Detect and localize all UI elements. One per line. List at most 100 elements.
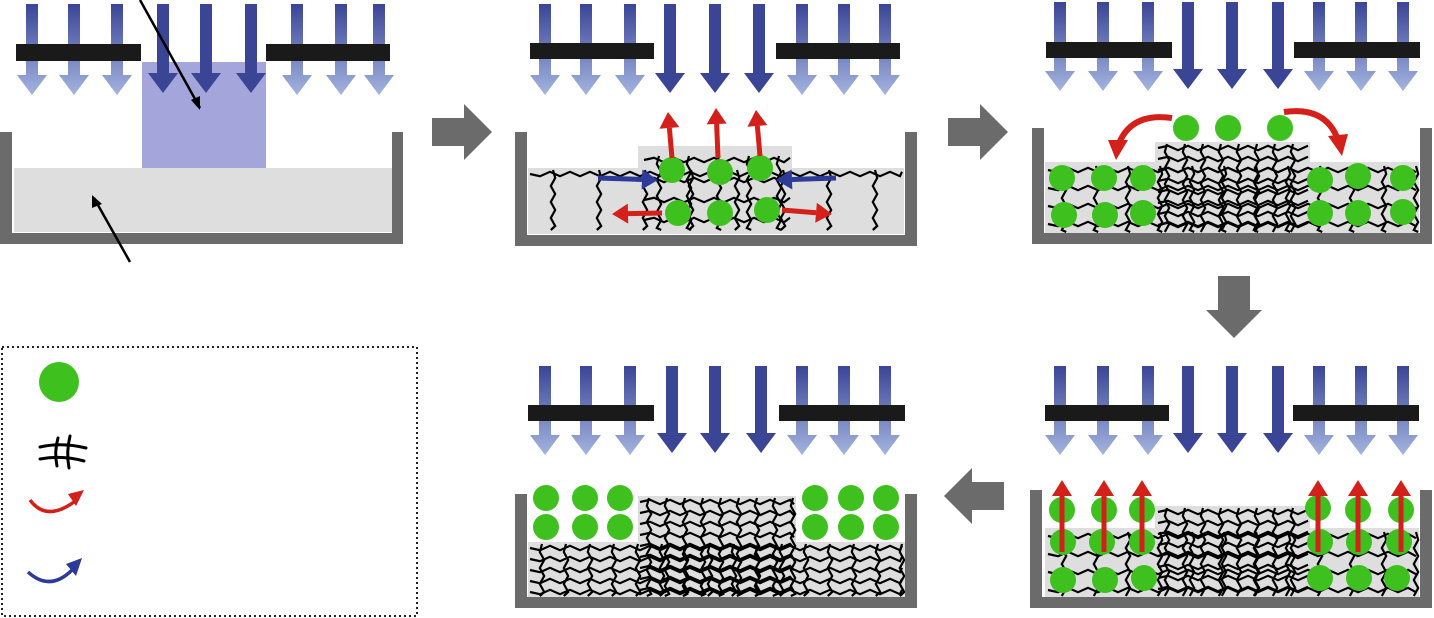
stage-2 bbox=[515, 4, 917, 246]
down-arrow-icon bbox=[1173, 366, 1203, 453]
network-strand bbox=[1188, 531, 1196, 597]
network-strand bbox=[1157, 552, 1309, 560]
network-strand bbox=[549, 169, 557, 231]
network-strand bbox=[802, 543, 810, 597]
diffusion-arrowhead bbox=[1094, 480, 1114, 496]
diffusion-arrowhead bbox=[1132, 480, 1152, 496]
network-strand bbox=[826, 543, 834, 597]
network-strand bbox=[663, 497, 671, 598]
stage-3-particles bbox=[1049, 115, 1416, 228]
stage-1-mask-left bbox=[16, 44, 141, 61]
down-arrow-icon bbox=[1217, 2, 1247, 89]
stage-4-diffusion-arrows bbox=[1052, 480, 1411, 552]
chevron-arrow-icon bbox=[944, 468, 1004, 524]
particle bbox=[707, 200, 733, 226]
green-circle-icon bbox=[39, 362, 79, 402]
down-arrow-icon bbox=[744, 4, 774, 93]
network-strand bbox=[1235, 507, 1243, 597]
network-strand bbox=[1217, 507, 1225, 597]
down-arrow-icon bbox=[236, 4, 266, 93]
network-strand bbox=[733, 169, 741, 231]
stage-1-liquid bbox=[14, 168, 392, 232]
network-strand bbox=[1157, 519, 1309, 527]
network-strand bbox=[771, 497, 779, 598]
network-strand bbox=[1289, 143, 1297, 233]
network-strand bbox=[1157, 155, 1309, 163]
network-strand bbox=[1217, 143, 1225, 233]
network-strand bbox=[586, 543, 594, 597]
particle bbox=[1131, 565, 1157, 591]
diffusion-arrowhead bbox=[815, 202, 832, 223]
stage-2-diffusion-arrows bbox=[597, 108, 837, 224]
diffusion-arrowhead bbox=[659, 112, 680, 129]
particle bbox=[607, 514, 633, 540]
particle bbox=[1390, 165, 1416, 191]
network-strand bbox=[789, 497, 797, 598]
network-strand bbox=[1253, 143, 1261, 233]
diffusion-arrowhead bbox=[1348, 480, 1368, 496]
particle bbox=[1092, 567, 1118, 593]
network-strand bbox=[1271, 143, 1279, 233]
network-strand bbox=[1157, 177, 1309, 185]
particle bbox=[1050, 567, 1076, 593]
particle bbox=[1215, 115, 1241, 141]
network-strand bbox=[1199, 507, 1207, 597]
network-strand bbox=[898, 543, 906, 597]
down-arrow-icon bbox=[1263, 2, 1293, 89]
diffusion-arrowhead bbox=[747, 110, 768, 127]
network-strand bbox=[1157, 563, 1309, 571]
network-strand bbox=[1157, 541, 1309, 549]
network-strand bbox=[1289, 507, 1297, 597]
stage-1-pointer-top bbox=[138, 0, 202, 109]
particle bbox=[1390, 199, 1416, 225]
network-strand bbox=[538, 543, 546, 597]
network-strand bbox=[1157, 188, 1309, 196]
network-strand bbox=[871, 169, 879, 231]
network-strand bbox=[682, 543, 690, 597]
network-strand bbox=[1220, 531, 1228, 597]
particle bbox=[572, 485, 598, 511]
network-strand bbox=[1157, 221, 1309, 229]
legend bbox=[1, 346, 418, 617]
particle bbox=[838, 514, 864, 540]
diffusion-arrow bbox=[714, 123, 721, 159]
network-strand bbox=[1380, 165, 1388, 234]
down-arrow-icon bbox=[657, 366, 687, 453]
diffusion-arrowhead bbox=[1391, 480, 1411, 496]
stage-4 bbox=[1030, 366, 1432, 608]
particle bbox=[707, 159, 733, 185]
network-strand bbox=[595, 169, 603, 231]
diffusion-arrowhead bbox=[1052, 480, 1072, 496]
down-arrow-icon bbox=[700, 366, 730, 453]
hash-network-icon bbox=[38, 434, 88, 470]
network-strand bbox=[639, 575, 795, 583]
network-strand bbox=[1163, 507, 1171, 597]
stage-5 bbox=[515, 366, 917, 608]
network-strand bbox=[1235, 143, 1243, 233]
network-strand bbox=[754, 543, 762, 597]
network-strand bbox=[1181, 507, 1189, 597]
stage-1 bbox=[0, 0, 403, 263]
network-strand bbox=[706, 543, 714, 597]
network-strand bbox=[1124, 531, 1132, 597]
stage-5-network bbox=[529, 497, 906, 598]
diffusion-arrow bbox=[781, 207, 817, 216]
chevron-arrow-icon bbox=[432, 104, 492, 160]
process-arrows bbox=[432, 104, 1262, 524]
particle bbox=[1092, 202, 1118, 228]
particle bbox=[1345, 200, 1371, 226]
network-strand bbox=[1156, 531, 1164, 597]
network-strand bbox=[735, 497, 743, 598]
particle bbox=[572, 514, 598, 540]
particle bbox=[1267, 115, 1293, 141]
network-strand bbox=[1380, 531, 1388, 597]
particle bbox=[659, 157, 685, 183]
network-strand bbox=[874, 543, 882, 597]
particle bbox=[1307, 565, 1333, 591]
network-strand bbox=[681, 497, 689, 598]
network-strand bbox=[1412, 531, 1420, 597]
chevron-arrow-icon bbox=[948, 104, 1008, 160]
network-strand bbox=[639, 542, 795, 550]
blue-curved-arrow-icon bbox=[26, 558, 82, 584]
